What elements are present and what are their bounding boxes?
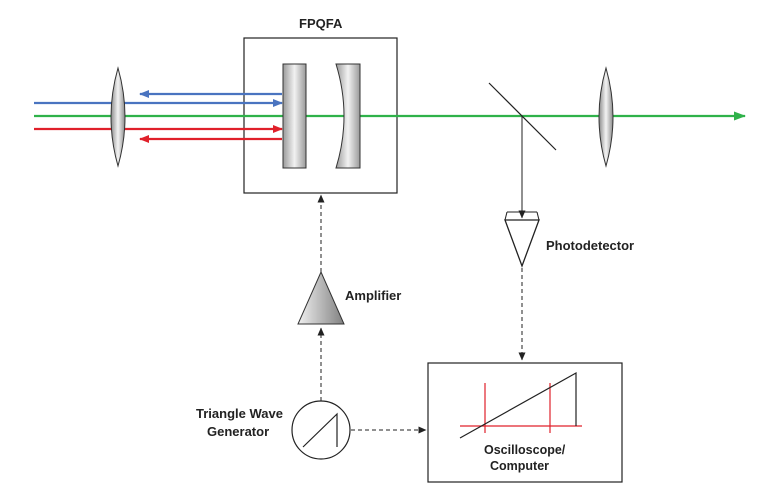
photodetector-edge-left [504, 211, 508, 221]
amplifier-label: Amplifier [345, 288, 401, 303]
sawtooth-icon [302, 412, 338, 448]
photodetector-label: Photodetector [546, 238, 634, 253]
photodetector-icon [504, 219, 540, 268]
oscilloscope-label-line2: Computer [490, 459, 549, 473]
fpqfa-label: FPQFA [299, 16, 343, 31]
curved-mirror-icon [335, 63, 361, 169]
amplifier-icon [297, 270, 345, 325]
input-lens-icon [110, 66, 126, 168]
output-lens-icon [598, 66, 614, 168]
oscilloscope-label-line1: Oscilloscope/ [484, 443, 566, 457]
flat-mirror-icon [282, 63, 307, 169]
generator-label-line1: Triangle Wave [196, 406, 283, 421]
photodetector-edge-right [536, 211, 540, 221]
scope-ramp-trace [459, 371, 577, 439]
generator-label-line2: Generator [207, 424, 269, 439]
oscilloscope-box [427, 362, 623, 483]
